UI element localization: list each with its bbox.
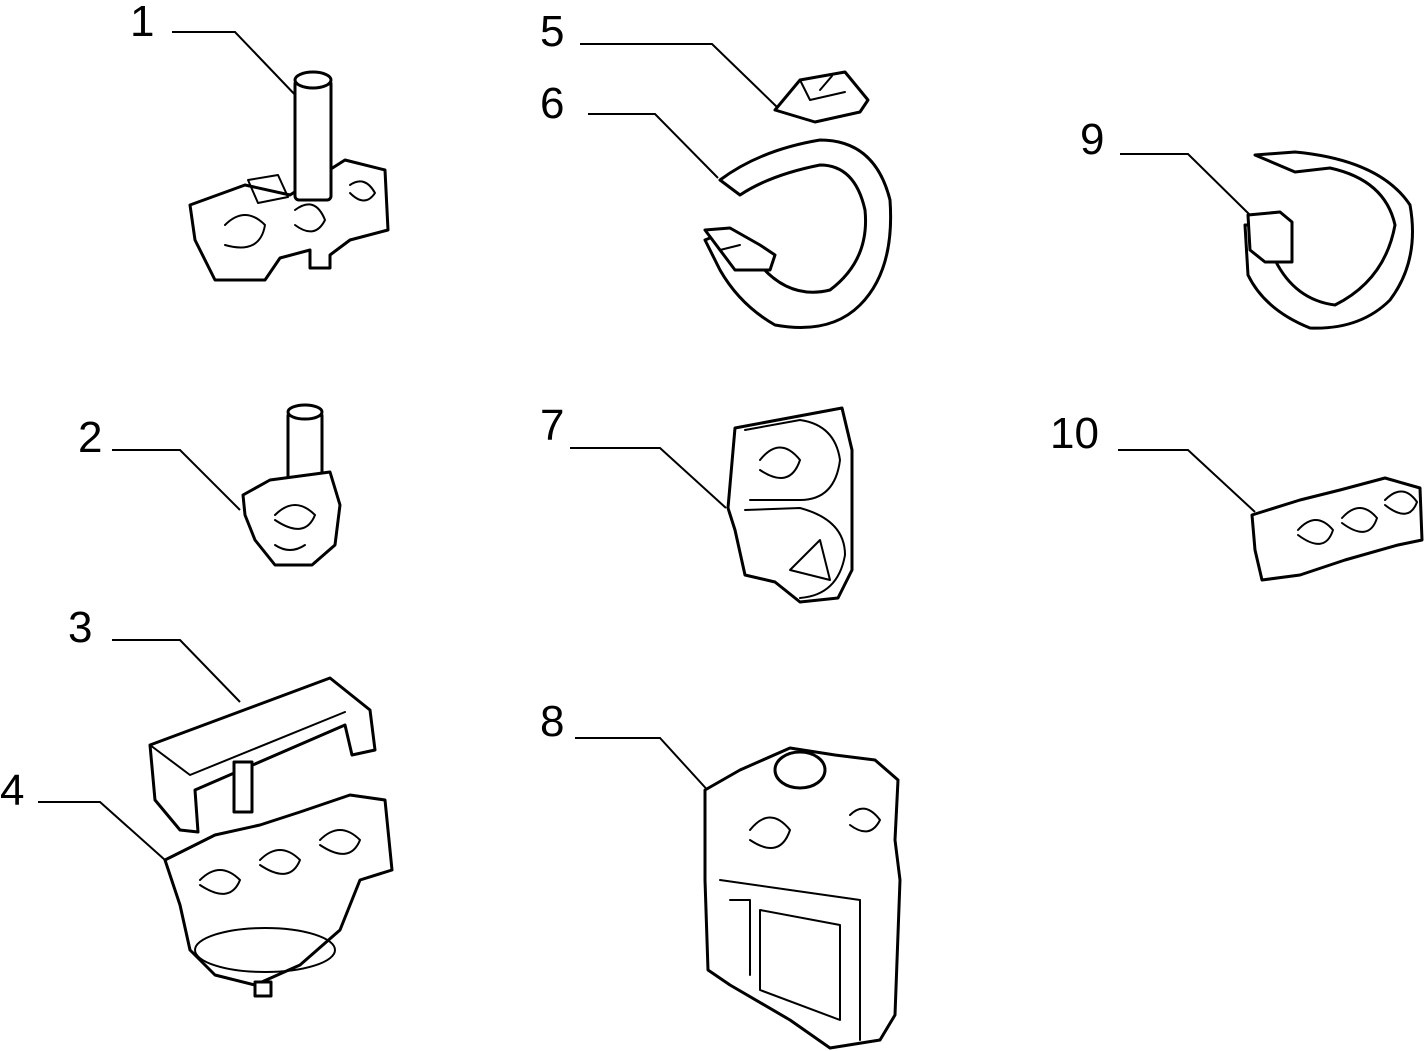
leader-line-9 [1120,153,1251,216]
leader-line-10 [1118,449,1256,513]
part-4-holder [163,793,394,998]
callout-3: 3 [68,603,92,652]
part-9-band [1243,150,1414,330]
part-8-block [703,746,902,1050]
callout-2: 2 [78,413,102,462]
callout-4: 4 [0,766,24,815]
part-1-clip [188,70,390,282]
callout-8: 8 [540,697,564,746]
callout-10: 10 [1050,409,1099,458]
leader-line-7 [570,447,727,509]
leader-line-2 [112,449,241,511]
callout-7: 7 [540,401,564,450]
callout-1: 1 [130,0,154,46]
leader-line-6 [588,113,719,179]
callout-5: 5 [540,7,564,56]
leader-line-4 [38,801,166,861]
leader-line-3 [112,639,241,703]
callout-9: 9 [1080,115,1104,164]
callout-6: 6 [540,79,564,128]
part-5-clip [773,70,870,124]
part-10-strip [1250,476,1424,582]
part-6-band [703,138,893,329]
leader-line-8 [575,737,713,796]
part-3-bar [148,676,377,834]
leader-line-5 [580,43,779,109]
leader-line-1 [172,31,301,101]
part-2-clip [241,403,342,567]
part-7-clip [726,406,854,604]
